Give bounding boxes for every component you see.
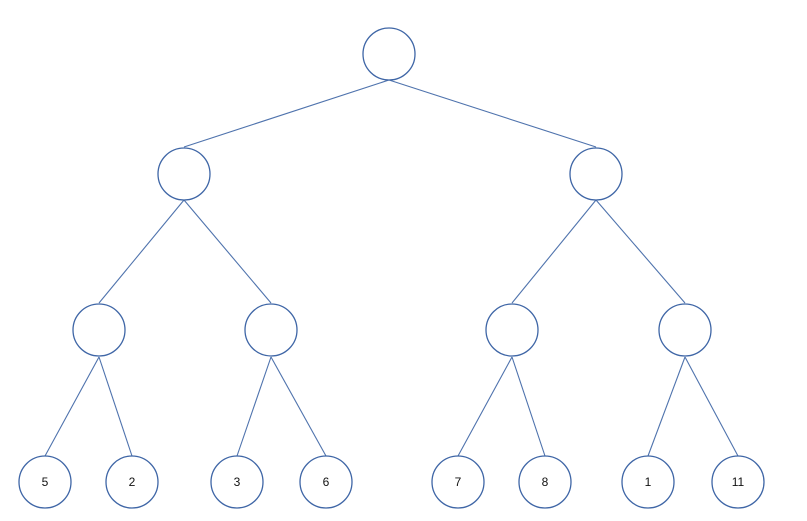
leaf-node-8-circle bbox=[711, 455, 765, 509]
leaf-node-7-circle bbox=[621, 455, 675, 509]
leaf-node-6-circle bbox=[518, 455, 572, 509]
edge-l1a-l2a bbox=[98, 199, 185, 304]
leaf-node-8: 11 bbox=[711, 455, 765, 509]
leaf-node-3: 3 bbox=[210, 455, 264, 509]
level2-node-4 bbox=[658, 303, 712, 357]
leaf-node-3-circle bbox=[210, 455, 264, 509]
leaf-node-2: 2 bbox=[105, 455, 159, 509]
edge-l2a-leaf2 bbox=[98, 356, 133, 457]
leaf-node-6-label: 8 bbox=[542, 475, 549, 489]
leaf-node-5: 7 bbox=[431, 455, 485, 509]
edge-l2b-leaf3 bbox=[236, 356, 272, 457]
leaf-node-3-label: 3 bbox=[234, 475, 241, 489]
leaf-node-2-circle bbox=[105, 455, 159, 509]
edge-l1b-l2d bbox=[595, 199, 686, 304]
edge-root-left bbox=[183, 79, 390, 148]
edge-root-right bbox=[388, 79, 597, 148]
level2-node-3 bbox=[485, 303, 539, 357]
level1-node-left bbox=[157, 147, 211, 201]
leaf-node-4-circle bbox=[299, 455, 353, 509]
root-node bbox=[362, 27, 416, 81]
level2-node-4-circle bbox=[658, 303, 712, 357]
edge-l2d-leaf8 bbox=[684, 356, 739, 457]
leaf-node-2-label: 2 bbox=[129, 475, 136, 489]
leaf-node-1: 5 bbox=[18, 455, 72, 509]
tree-edges bbox=[44, 79, 739, 457]
level1-node-right-circle bbox=[569, 147, 623, 201]
edge-l1b-l2c bbox=[511, 199, 597, 304]
level2-node-2-circle bbox=[244, 303, 298, 357]
level1-node-left-circle bbox=[157, 147, 211, 201]
edge-l2c-leaf6 bbox=[511, 356, 546, 457]
level2-node-1-circle bbox=[72, 303, 126, 357]
level2-node-3-circle bbox=[485, 303, 539, 357]
root-node-circle bbox=[362, 27, 416, 81]
leaf-node-4-label: 6 bbox=[323, 475, 330, 489]
leaf-node-7: 1 bbox=[621, 455, 675, 509]
leaf-node-1-circle bbox=[18, 455, 72, 509]
level2-node-1 bbox=[72, 303, 126, 357]
edge-l2a-leaf1 bbox=[44, 356, 100, 457]
leaf-node-8-label: 11 bbox=[732, 475, 745, 489]
leaf-node-6: 8 bbox=[518, 455, 572, 509]
leaf-node-5-circle bbox=[431, 455, 485, 509]
leaf-node-7-label: 1 bbox=[645, 475, 652, 489]
leaf-node-1-label: 5 bbox=[42, 475, 49, 489]
edge-l1a-l2b bbox=[183, 199, 272, 304]
edge-l2d-leaf7 bbox=[647, 356, 686, 457]
level2-node-2 bbox=[244, 303, 298, 357]
level1-node-right bbox=[569, 147, 623, 201]
edge-l2b-leaf4 bbox=[270, 356, 327, 457]
leaf-node-5-label: 7 bbox=[455, 475, 462, 489]
leaf-node-4: 6 bbox=[299, 455, 353, 509]
edge-l2c-leaf5 bbox=[457, 356, 513, 457]
